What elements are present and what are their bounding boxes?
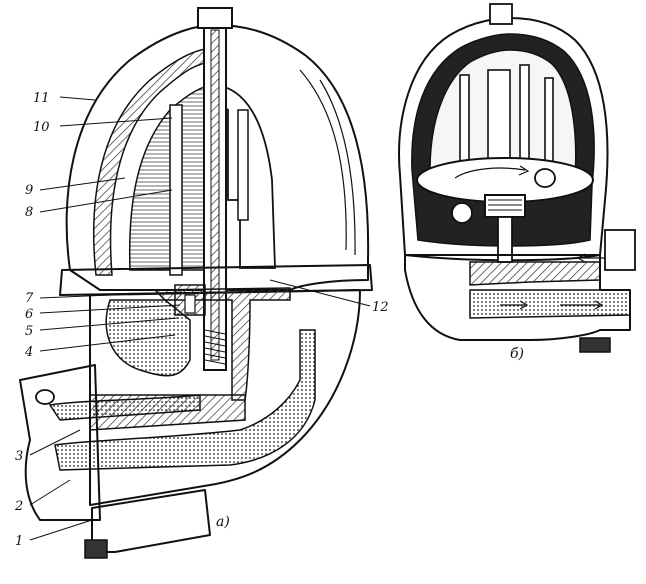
- cap-housing: [65, 24, 370, 291]
- callout-3: 3: [15, 449, 23, 464]
- rotor-b-rods: [459, 64, 554, 171]
- flange-bolt-hole: [35, 389, 55, 405]
- view-b-assembly: [398, 3, 636, 353]
- oil-channel-middle: [48, 394, 201, 421]
- view-a-assembly: [19, 7, 373, 559]
- jet-nozzle-right: [534, 168, 556, 188]
- oil-channel-lower: [54, 329, 316, 471]
- callout-12: 12: [372, 300, 389, 315]
- rotor-b-hub: [484, 194, 526, 218]
- callout-4: 4: [24, 345, 33, 360]
- caption-a: a): [216, 514, 230, 530]
- seam-ring: [59, 264, 373, 296]
- callout-8: 8: [25, 205, 33, 220]
- base-b-channel: [469, 289, 631, 319]
- side-fitting: [604, 229, 636, 271]
- callout-9: 9: [25, 183, 33, 198]
- rotor-b-thread: [488, 199, 522, 211]
- mounting-flange: [19, 364, 101, 521]
- flow-arrow-lower: [560, 300, 604, 310]
- axle-thread: [204, 329, 226, 365]
- rotor-b-flow-arrow: [454, 165, 530, 179]
- callout-labels: 1 2 3 4 5 6 7 8 9 10 11 12: [14, 91, 389, 549]
- jet-nozzle-left: [451, 202, 473, 224]
- top-nut-b: [489, 3, 513, 25]
- callout-6: 6: [25, 307, 33, 322]
- cap-b-housing: [398, 17, 609, 262]
- bottom-bolt: [579, 337, 611, 353]
- cap-shading: [299, 69, 356, 256]
- base-foot: [91, 489, 211, 553]
- callout-2: 2: [14, 499, 23, 514]
- callout-leaders: [29, 96, 371, 541]
- callout-10: 10: [33, 120, 50, 135]
- base-b-body: [404, 254, 631, 341]
- base-b-section: [469, 261, 601, 286]
- rotor-tube-inner: [237, 109, 249, 221]
- base-body: [89, 289, 361, 506]
- callout-5: 5: [25, 324, 33, 339]
- flow-arrow-mid: [500, 300, 529, 310]
- caption-b: б): [510, 346, 524, 362]
- top-nut: [197, 7, 233, 29]
- axle-core: [210, 29, 220, 361]
- callout-11: 11: [33, 91, 50, 106]
- callout-7: 7: [25, 291, 34, 306]
- valve-plug: [184, 294, 196, 314]
- callout-1: 1: [15, 534, 23, 549]
- foot-nut: [84, 539, 108, 559]
